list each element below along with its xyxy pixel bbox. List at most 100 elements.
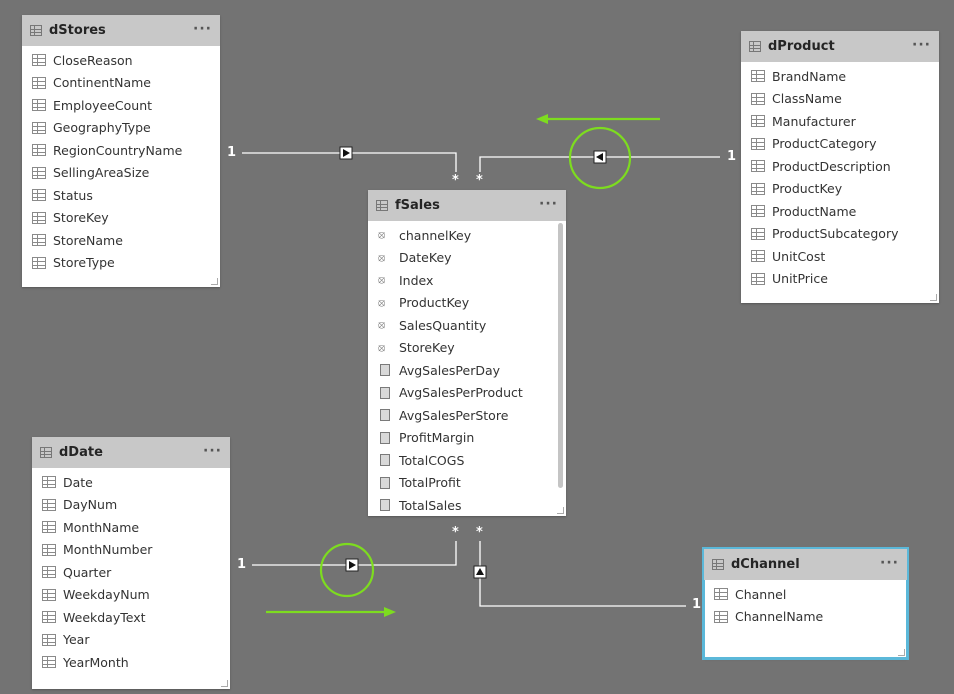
- column-field[interactable]: ⦻StoreKey: [368, 337, 566, 360]
- column-field[interactable]: ⦻Index: [368, 269, 566, 292]
- table-icon: [30, 25, 42, 36]
- column-field[interactable]: StoreKey: [22, 207, 220, 230]
- more-options-button[interactable]: ···: [193, 21, 212, 37]
- column-field[interactable]: ProductKey: [741, 178, 939, 201]
- measure-field[interactable]: TotalProfit: [368, 472, 566, 495]
- calculator-icon: [380, 476, 390, 489]
- highlight-arrow-right: [266, 607, 396, 617]
- relationship-product-sales[interactable]: [479, 150, 720, 172]
- column-icon: [42, 476, 56, 489]
- resize-handle[interactable]: [557, 507, 564, 514]
- field-label: WeekdayText: [63, 609, 146, 625]
- column-field[interactable]: SellingAreaSize: [22, 162, 220, 185]
- column-icon: [42, 521, 56, 534]
- field-label: WeekdayNum: [63, 587, 150, 603]
- resize-handle[interactable]: [211, 278, 218, 285]
- column-field[interactable]: ProductDescription: [741, 155, 939, 178]
- column-field[interactable]: Year: [32, 629, 230, 652]
- field-label: MonthNumber: [63, 542, 153, 558]
- column-icon: [714, 588, 728, 601]
- column-field[interactable]: StoreName: [22, 229, 220, 252]
- column-icon: [42, 611, 56, 624]
- column-field[interactable]: ClassName: [741, 88, 939, 111]
- column-field[interactable]: ⦻DateKey: [368, 247, 566, 270]
- column-field[interactable]: DayNum: [32, 494, 230, 517]
- measure-field[interactable]: ProfitMargin: [368, 427, 566, 450]
- column-icon: [32, 54, 46, 67]
- column-field[interactable]: ContinentName: [22, 72, 220, 95]
- column-field[interactable]: ChannelName: [704, 606, 907, 629]
- field-label: TotalProfit: [399, 475, 461, 491]
- field-label: Quarter: [63, 564, 112, 580]
- column-field[interactable]: ProductCategory: [741, 133, 939, 156]
- relationship-date-sales[interactable]: [252, 541, 457, 572]
- table-card-fsales[interactable]: fSales ··· ⦻channelKey⦻DateKey⦻Index⦻Pro…: [368, 190, 566, 516]
- column-field[interactable]: EmployeeCount: [22, 94, 220, 117]
- cardinality-channel-one: 1: [692, 597, 702, 612]
- column-field[interactable]: YearMonth: [32, 651, 230, 674]
- more-options-button[interactable]: ···: [912, 37, 931, 53]
- column-field[interactable]: MonthName: [32, 516, 230, 539]
- measure-field[interactable]: AvgSalesPerStore: [368, 404, 566, 427]
- measure-field[interactable]: TotalCOGS: [368, 449, 566, 472]
- cardinality-stores-many: *: [452, 173, 459, 188]
- field-label: DayNum: [63, 497, 118, 513]
- vertical-scrollbar[interactable]: [558, 223, 563, 488]
- column-field[interactable]: WeekdayNum: [32, 584, 230, 607]
- column-field[interactable]: UnitPrice: [741, 268, 939, 291]
- column-icon: [751, 160, 765, 173]
- relationship-channel-sales[interactable]: [473, 541, 686, 607]
- column-field[interactable]: Manufacturer: [741, 110, 939, 133]
- table-header[interactable]: dChannel ···: [704, 549, 907, 580]
- highlight-circle-date: [319, 542, 375, 598]
- relationship-stores-sales[interactable]: [242, 146, 457, 172]
- resize-handle[interactable]: [221, 680, 228, 687]
- field-label: UnitPrice: [772, 271, 828, 287]
- column-field[interactable]: BrandName: [741, 65, 939, 88]
- resize-handle[interactable]: [898, 649, 905, 656]
- column-field[interactable]: Status: [22, 184, 220, 207]
- column-field[interactable]: GeographyType: [22, 117, 220, 140]
- measure-field[interactable]: AvgSalesPerProduct: [368, 382, 566, 405]
- column-icon: [42, 543, 56, 556]
- column-icon: [42, 588, 56, 601]
- more-options-button[interactable]: ···: [203, 443, 222, 459]
- column-field[interactable]: MonthNumber: [32, 539, 230, 562]
- column-field[interactable]: UnitCost: [741, 245, 939, 268]
- column-field[interactable]: ⦻SalesQuantity: [368, 314, 566, 337]
- column-field[interactable]: CloseReason: [22, 49, 220, 72]
- table-header[interactable]: dProduct ···: [741, 31, 939, 62]
- field-label: ProductName: [772, 203, 857, 219]
- column-field[interactable]: Channel: [704, 583, 907, 606]
- field-label: ChannelName: [735, 609, 824, 625]
- field-label: EmployeeCount: [53, 97, 153, 113]
- field-label: GeographyType: [53, 120, 151, 136]
- column-field[interactable]: Date: [32, 471, 230, 494]
- column-field[interactable]: Quarter: [32, 561, 230, 584]
- table-header[interactable]: dStores ···: [22, 15, 220, 46]
- measure-field[interactable]: TotalSales: [368, 494, 566, 517]
- measure-field[interactable]: AvgSalesPerDay: [368, 359, 566, 382]
- field-label: ContinentName: [53, 75, 151, 91]
- column-field[interactable]: ProductSubcategory: [741, 223, 939, 246]
- resize-handle[interactable]: [930, 294, 937, 301]
- column-icon: [751, 115, 765, 128]
- more-options-button[interactable]: ···: [539, 196, 558, 212]
- field-label: TotalSales: [399, 497, 462, 513]
- column-field[interactable]: WeekdayText: [32, 606, 230, 629]
- column-field[interactable]: ⦻ProductKey: [368, 292, 566, 315]
- column-field[interactable]: ⦻channelKey: [368, 224, 566, 247]
- more-options-button[interactable]: ···: [880, 555, 899, 571]
- column-field[interactable]: RegionCountryName: [22, 139, 220, 162]
- table-header[interactable]: fSales ···: [368, 190, 566, 221]
- column-field[interactable]: StoreType: [22, 252, 220, 275]
- column-field[interactable]: ProductName: [741, 200, 939, 223]
- hidden-eye-icon: ⦻: [378, 250, 386, 264]
- table-header[interactable]: dDate ···: [32, 437, 230, 468]
